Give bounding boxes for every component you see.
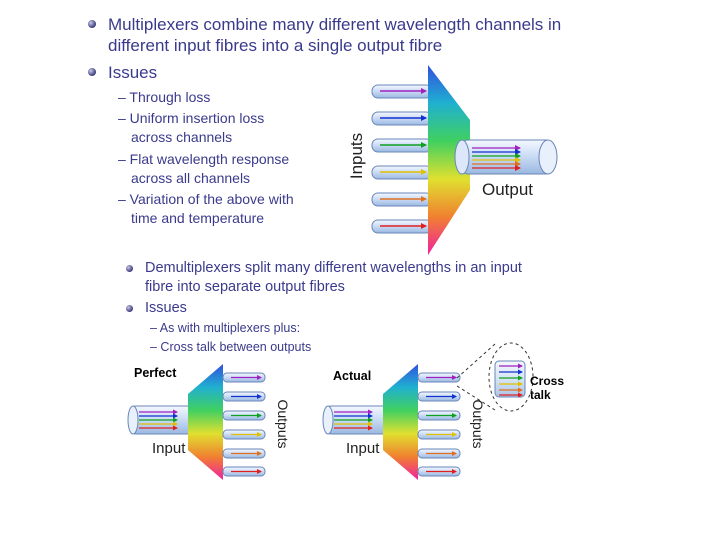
multiplexer-diagram: [371, 65, 558, 255]
input-fibre: [371, 111, 433, 126]
output-fibre: [222, 391, 266, 402]
bullet-text-issues-2: Issues: [145, 300, 187, 316]
output-fibre: [417, 429, 461, 440]
input-fibre: [322, 405, 389, 435]
output-fibre: [222, 466, 266, 477]
demux-prism: [188, 364, 223, 480]
input-label-perfect: Input: [152, 440, 186, 457]
crosstalk-label: Cross talk: [530, 374, 564, 402]
input-fibre: [371, 138, 433, 153]
demux-actual-diagram: [322, 364, 461, 480]
output-fibres: [417, 372, 461, 477]
crosstalk-callout: [456, 342, 534, 412]
sub-item-flat-response: – Flat wavelength response across all ch…: [118, 150, 289, 188]
sub-item-variation: – Variation of the above with time and t…: [118, 190, 294, 228]
sub-line: – Variation of the above with: [118, 191, 294, 207]
bullet-dot: [126, 305, 133, 312]
input-fibre: [371, 84, 433, 99]
actual-label: Actual: [333, 369, 372, 383]
output-fibre: [417, 391, 461, 402]
output-fibre: [417, 466, 461, 477]
input-fibre: [127, 405, 194, 435]
bullet-line: Demultiplexers split many different wave…: [145, 260, 522, 276]
bullet-text-demultiplexers: Demultiplexers split many different wave…: [145, 259, 565, 297]
bullet-line: Multiplexers combine many different wave…: [108, 15, 562, 34]
output-fibre: [222, 372, 266, 383]
output-fibre: [222, 410, 266, 421]
sub-item-through-loss: – Through loss: [118, 89, 211, 105]
output-label: Output: [482, 180, 534, 199]
input-fibre: [371, 192, 433, 207]
sub-line: – Flat wavelength response: [118, 151, 290, 167]
crosstalk-label-line: Cross: [530, 374, 565, 388]
output-fibre: [454, 139, 558, 175]
output-fibres: [222, 372, 266, 477]
output-fibre: [417, 372, 461, 383]
sub-item-crosstalk: – Cross talk between outputs: [150, 340, 312, 354]
perfect-label: Perfect: [134, 366, 177, 380]
bullet-text-multiplexers: Multiplexers combine many different wave…: [108, 14, 628, 56]
inputs-label: Inputs: [347, 132, 366, 180]
demux-perfect-diagram: [127, 364, 266, 480]
bullet-dot: [88, 68, 96, 76]
input-fibres: [371, 84, 433, 234]
bullet-line: fibre into separate output fibres: [145, 279, 345, 295]
crosstalk-label-line: talk: [530, 388, 551, 402]
output-fibre: [417, 448, 461, 459]
sub-item-as-with: – As with multiplexers plus:: [150, 321, 301, 335]
bullet-dot: [126, 265, 133, 272]
demux-prism: [383, 364, 418, 480]
output-fibre: [222, 429, 266, 440]
output-fibre: [417, 410, 461, 421]
multiplexer-prism: [428, 65, 470, 255]
bullet-line: different input fibres into a single out…: [108, 36, 443, 55]
bullet-text-issues: Issues: [108, 63, 158, 82]
output-fibre: [222, 448, 266, 459]
sub-line: – Uniform insertion loss: [118, 110, 265, 126]
input-label-actual: Input: [346, 440, 380, 457]
sub-line: time and temperature: [131, 210, 265, 226]
outputs-label-perfect: Outputs: [275, 399, 291, 449]
input-fibre: [371, 165, 433, 180]
sub-line: across all channels: [131, 170, 251, 186]
input-fibre: [371, 219, 433, 234]
sub-line: across channels: [131, 129, 233, 145]
bullet-dot: [88, 20, 96, 28]
sub-item-uniform-loss: – Uniform insertion loss across channels: [118, 109, 264, 147]
